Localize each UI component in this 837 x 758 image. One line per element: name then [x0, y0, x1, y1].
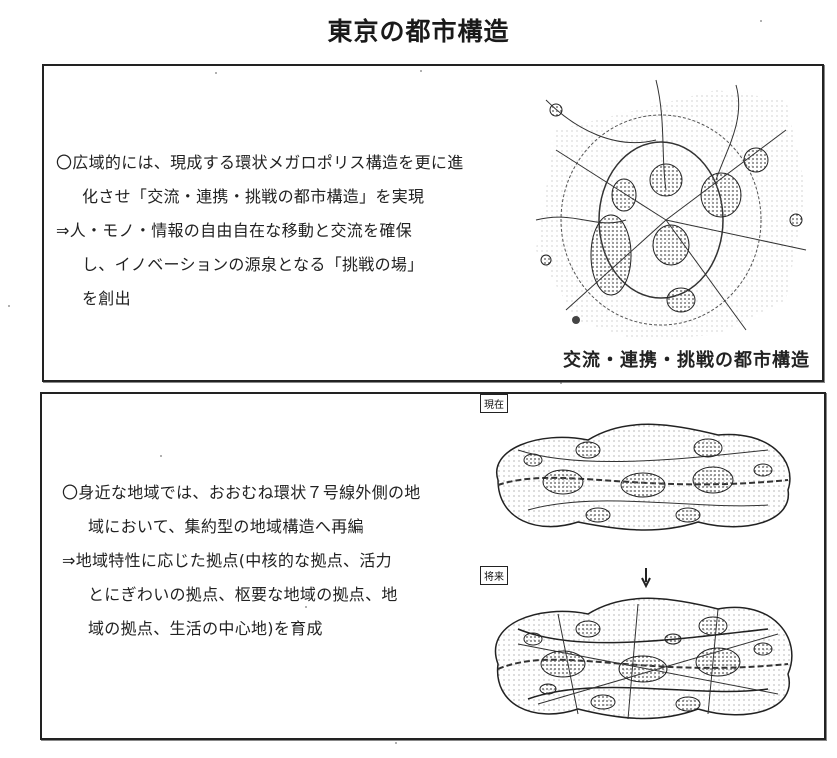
text-line: 〇広域的には、現成する環状メガロポリス構造を更に進 [56, 153, 464, 172]
text-line: 域の拠点、生活の中心地)を育成 [88, 619, 323, 638]
section-local-area: 〇身近な地域では、おおむね環状７号線外側の地 域において、集約型の地域構造へ再編… [40, 392, 826, 740]
text-line: 化させ「交流・連携・挑戦の都市構造」を実現 [82, 187, 425, 206]
tag-future: 将来 [480, 566, 508, 585]
text-line: とにぎわいの拠点、枢要な地域の拠点、地 [88, 585, 398, 604]
local-area-text: 〇身近な地域では、おおむね環状７号線外側の地 域において、集約型の地域構造へ再編… [62, 476, 482, 646]
page-title: 東京の都市構造 [327, 17, 510, 46]
text-line: 域において、集約型の地域構造へ再編 [88, 517, 364, 536]
text-line: ⇒人・モノ・情報の自由自在な移動と交流を確保 [56, 221, 413, 240]
text-line: 〇身近な地域では、おおむね環状７号線外側の地 [62, 483, 421, 502]
text-line: ⇒地域特性に応じた拠点(中核的な拠点、活力 [62, 551, 392, 570]
map-caption: 交流・連携・挑戦の都市構造 [563, 350, 810, 371]
tag-current: 現在 [480, 394, 508, 413]
future-structure-diagram [494, 597, 793, 720]
text-line: し、イノベーションの源泉となる「挑戦の場」 [82, 255, 424, 274]
current-structure-diagram [495, 423, 791, 531]
text-line: を創出 [82, 289, 131, 308]
megalopolis-map [516, 70, 816, 350]
arrow-down-icon [641, 568, 651, 588]
wide-area-text: 〇広域的には、現成する環状メガロポリス構造を更に進 化させ「交流・連携・挑戦の都… [56, 146, 496, 316]
section-wide-area: 〇広域的には、現成する環状メガロポリス構造を更に進 化させ「交流・連携・挑戦の都… [42, 64, 824, 382]
